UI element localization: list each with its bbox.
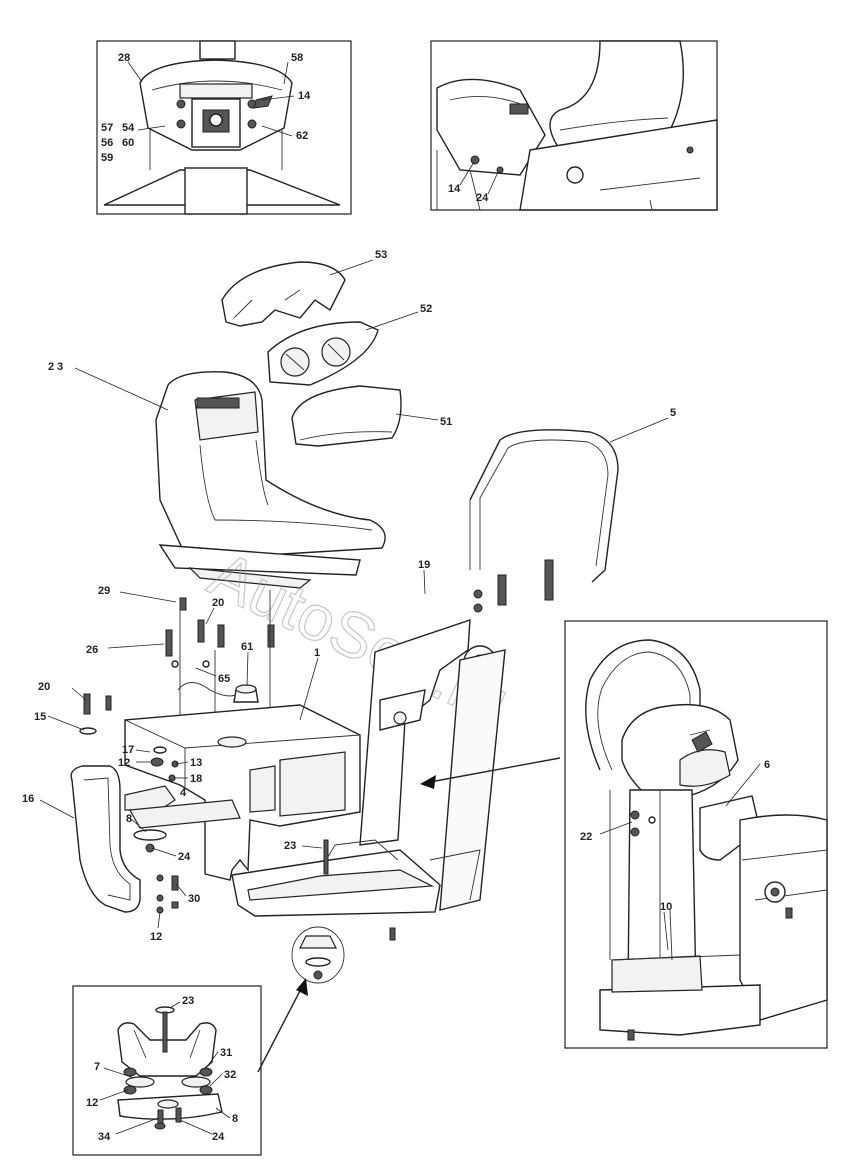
callout-52: 52 — [420, 303, 432, 315]
callout-30: 30 — [188, 893, 200, 905]
callout-15: 15 — [34, 711, 46, 723]
callout-14: 14 — [448, 183, 461, 195]
callout-29: 29 — [98, 585, 110, 597]
callout-23: 23 — [284, 840, 296, 852]
callout-17: 17 — [122, 744, 134, 756]
callout-24: 24 — [476, 192, 489, 204]
callout-8: 8 — [126, 813, 132, 825]
callout-32: 32 — [224, 1069, 236, 1081]
callout-10: 10 — [660, 901, 672, 913]
callout-51: 51 — [440, 416, 452, 428]
callout-26: 26 — [86, 644, 98, 656]
callout-60: 60 — [122, 137, 134, 149]
callout-14: 14 — [298, 90, 311, 102]
inset-right: 6 22 10 — [564, 620, 828, 1049]
callout-6: 6 — [764, 759, 770, 771]
callout-2-3: 2 3 — [48, 361, 63, 373]
callout-12: 12 — [150, 931, 162, 943]
callout-22: 22 — [580, 831, 592, 843]
callout-57: 57 — [101, 122, 113, 134]
callout-24: 24 — [178, 851, 191, 863]
callout-59: 59 — [101, 152, 113, 164]
inset-top-left: 28 58 14 57 54 56 60 59 62 — [96, 40, 352, 215]
callout-19: 19 — [418, 559, 430, 571]
callout-34: 34 — [98, 1131, 111, 1143]
callout-53: 53 — [375, 249, 387, 261]
callout-20: 20 — [38, 681, 50, 693]
callout-7: 7 — [94, 1061, 100, 1073]
callout-12: 12 — [86, 1097, 98, 1109]
callout-13: 13 — [190, 757, 202, 769]
callout-24: 24 — [212, 1131, 225, 1143]
callout-58: 58 — [291, 52, 303, 64]
callout-18: 18 — [190, 773, 202, 785]
callout-62: 62 — [296, 130, 308, 142]
callout-12: 12 — [118, 757, 130, 769]
callout-1: 1 — [314, 647, 320, 659]
callout-4: 4 — [180, 787, 187, 799]
inset-top-right: 14 24 — [430, 40, 718, 211]
callout-8: 8 — [232, 1113, 238, 1125]
callout-65: 65 — [218, 673, 230, 685]
callout-20: 20 — [212, 597, 224, 609]
callout-31: 31 — [220, 1047, 232, 1059]
callout-61: 61 — [241, 641, 253, 653]
callout-28: 28 — [118, 52, 130, 64]
callout-16: 16 — [22, 793, 34, 805]
callout-5: 5 — [670, 407, 676, 419]
main-exploded-view: AutoSoft.ru — [22, 249, 676, 1073]
callout-23: 23 — [182, 995, 194, 1007]
callout-54: 54 — [122, 122, 135, 134]
inset-bottom-left: 23 31 7 32 12 8 34 24 — [72, 985, 262, 1156]
callout-56: 56 — [101, 137, 113, 149]
